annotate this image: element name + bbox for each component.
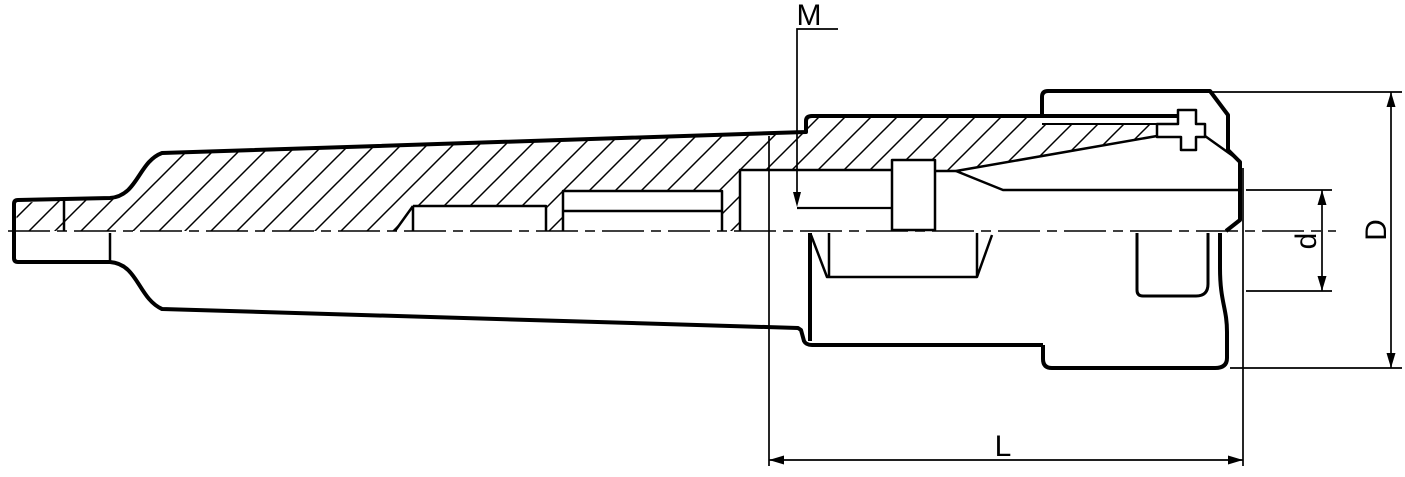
front-bore-line [955,169,1240,192]
section-hatch-area [16,116,1157,231]
morse-taper-shank [12,114,1178,347]
dimension-thread [793,28,838,207]
extraction-groove [1155,108,1207,152]
bore-step-1 [393,204,548,232]
bore-arrow-top [1317,190,1327,205]
bore-arrow-bottom [1317,276,1327,291]
outer-diameter-label: D [1360,219,1393,241]
length-arrow-left [769,455,784,465]
bore-step-2 [561,189,724,231]
nut-bottom-profile [1041,233,1229,370]
collet-taper-line [955,134,1158,173]
thread-leader-line [796,28,838,198]
nut-top-profile [1040,89,1242,233]
length-label: L [995,430,1012,463]
outer-arrow-top [1386,92,1396,107]
outer-arrow-bottom [1386,353,1396,368]
wrench-flat [809,233,994,279]
clamping-nut [1040,89,1242,370]
cross-hole-slot [890,158,937,232]
thread-label: M [797,0,822,32]
bore-step-3 [738,168,892,231]
shank-bottom-profile [12,257,1043,347]
thread-arrowhead [793,192,801,207]
dimension-length [768,136,1244,466]
length-arrow-right [1228,455,1243,465]
dimension-outer-diameter [1212,91,1402,369]
bore-label: d [1290,233,1323,250]
nut-front-opening [1135,233,1210,298]
shank-top-profile [12,114,1178,258]
dimension-bore [1246,189,1332,292]
